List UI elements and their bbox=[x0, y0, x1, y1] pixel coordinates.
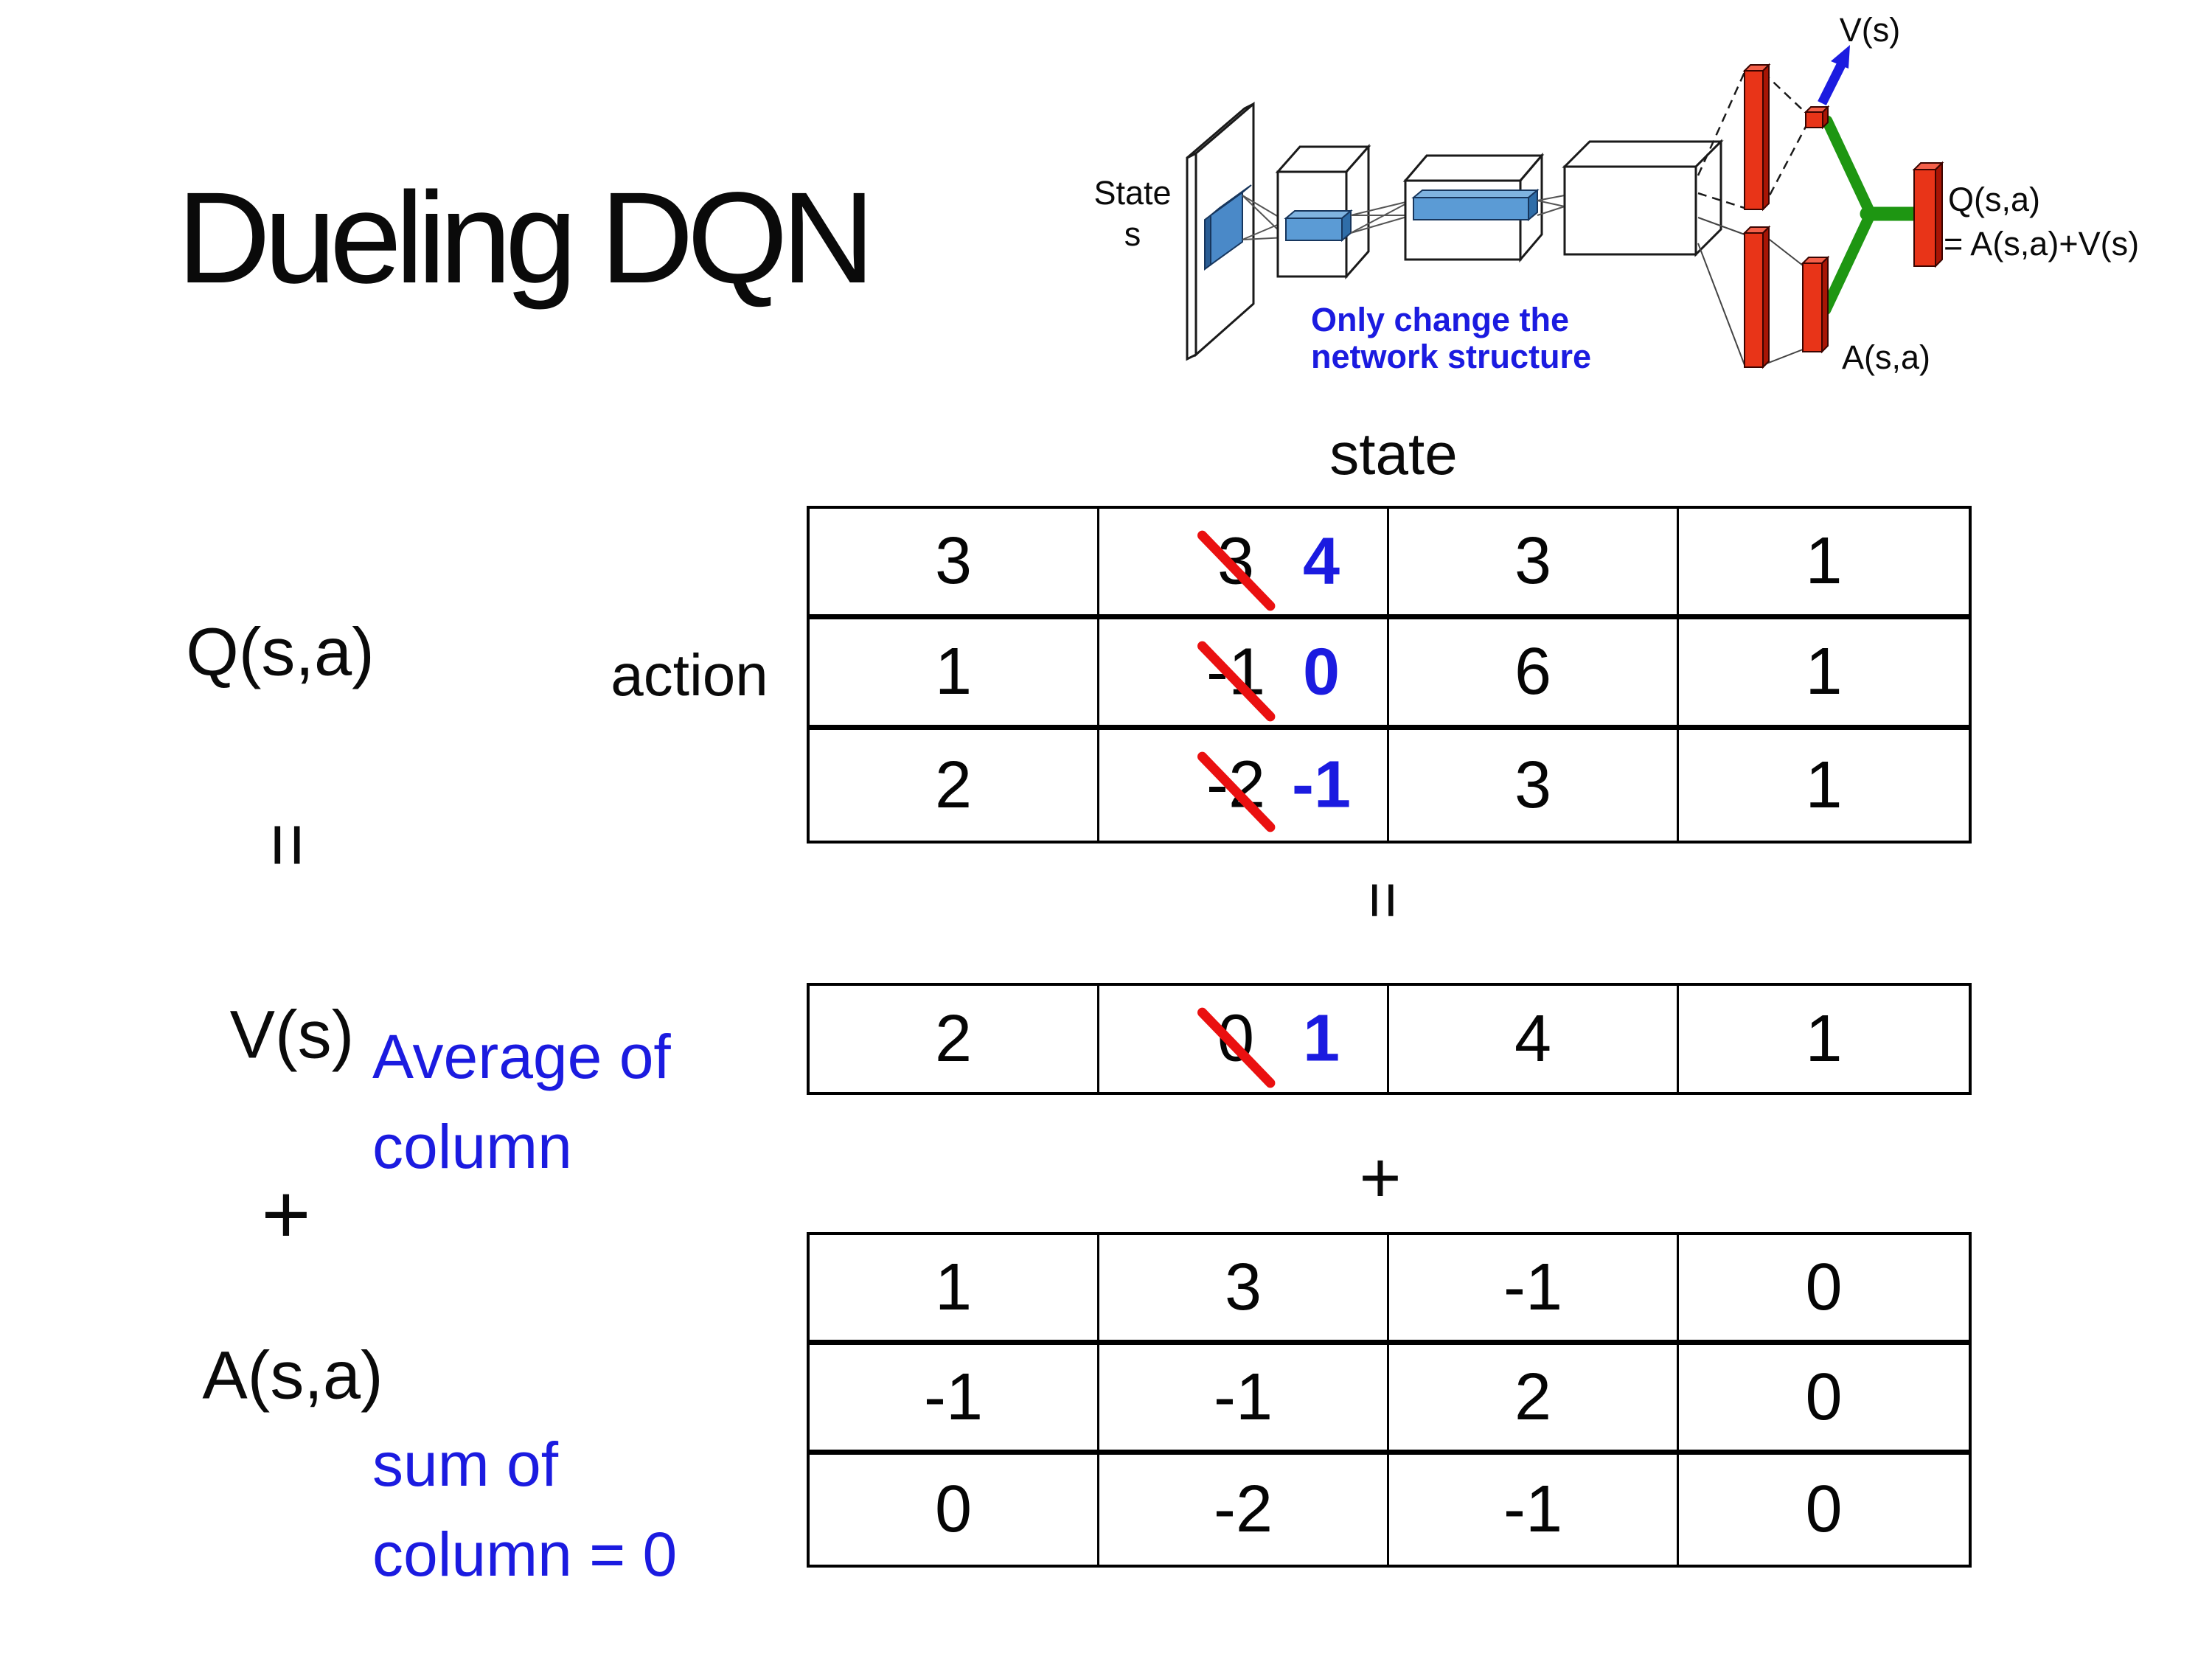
table-cell: 1 bbox=[1679, 730, 1969, 841]
equals-sign-middle: = bbox=[1347, 881, 1420, 919]
cell-value: -1 bbox=[923, 1360, 984, 1434]
conv-patch bbox=[1204, 184, 1252, 271]
state-input-symbol: s bbox=[1124, 215, 1141, 253]
average-note-line2: column bbox=[372, 1112, 572, 1181]
v-output-label: V(s) bbox=[1840, 11, 1901, 49]
cell-value: 0 bbox=[1805, 1472, 1843, 1546]
cell-value: 4 bbox=[1514, 1001, 1552, 1076]
network-diagram: State s V(s) A(s,a) Q(s,a) = A(s,a)+V(s)… bbox=[1093, 11, 2139, 376]
conv-feature-2 bbox=[1411, 188, 1540, 222]
cell-value: 2 bbox=[934, 1001, 973, 1076]
v-output-node bbox=[1804, 105, 1830, 130]
table-cell: 3 bbox=[1389, 730, 1679, 841]
table-cell: 1 bbox=[1679, 619, 1969, 730]
cell-value: 3 bbox=[1514, 748, 1552, 822]
table-cell: -1 bbox=[810, 1345, 1099, 1455]
cell-value: 1 bbox=[1805, 748, 1843, 822]
table-cell: 0 bbox=[1679, 1235, 1969, 1345]
cell-value: 0 bbox=[1805, 1360, 1843, 1434]
cell-value: 6 bbox=[1514, 635, 1552, 709]
plus-sign-middle: + bbox=[1359, 1136, 1402, 1218]
table-cell: 2 bbox=[810, 986, 1099, 1092]
cell-value: 1 bbox=[1805, 1001, 1843, 1076]
slide-title: Dueling DQN bbox=[177, 166, 875, 310]
cell-value: 0 bbox=[1805, 1250, 1843, 1324]
connector-fan-3 bbox=[1537, 195, 1565, 216]
v-hidden-bar bbox=[1742, 63, 1771, 212]
corrected-value: 0 bbox=[1302, 635, 1340, 709]
cell-value: -1 bbox=[1503, 1472, 1563, 1546]
corrected-value: 1 bbox=[1302, 1001, 1340, 1076]
table-cell: 1 bbox=[1679, 986, 1969, 1092]
table-cell: 0 bbox=[810, 1455, 1099, 1565]
cell-value: 0 bbox=[934, 1472, 973, 1546]
table-cell: 1 bbox=[810, 1235, 1099, 1345]
average-of-column-note: Average of column bbox=[372, 1012, 671, 1192]
a-output-bar bbox=[1801, 255, 1830, 354]
fc-box bbox=[1562, 139, 1724, 257]
cell-value: -2 bbox=[1213, 1472, 1273, 1546]
plus-sign-left: + bbox=[261, 1167, 311, 1262]
table-cell: 6 bbox=[1389, 619, 1679, 730]
a-matrix-label: A(s,a) bbox=[202, 1338, 383, 1413]
sum-note-line2: column = 0 bbox=[372, 1520, 678, 1589]
cell-value: 3 bbox=[934, 524, 973, 598]
v-arrow bbox=[1818, 45, 1850, 105]
a-hidden-bar bbox=[1742, 225, 1771, 369]
a-stream-links bbox=[1697, 217, 1804, 366]
state-axis-label: state bbox=[1329, 421, 1458, 487]
table-cell: 3 bbox=[1389, 509, 1679, 619]
conv-feature-1 bbox=[1284, 209, 1353, 243]
corrected-value: -1 bbox=[1291, 748, 1352, 822]
cell-value: 3 bbox=[1224, 1250, 1262, 1324]
cell-value: 2 bbox=[934, 748, 973, 822]
table-cell: -1 bbox=[1099, 1345, 1389, 1455]
average-note-line1: Average of bbox=[372, 1022, 671, 1091]
q-output-bar bbox=[1912, 161, 1944, 268]
table-cell: 3 bbox=[1099, 1235, 1389, 1345]
table-cell: -1 bbox=[1389, 1455, 1679, 1565]
table-cell: 0 bbox=[1679, 1455, 1969, 1565]
sum-note-line1: sum of bbox=[372, 1430, 559, 1499]
diagram-note-line1: Only change the bbox=[1311, 301, 1569, 338]
state-input-label: State bbox=[1093, 174, 1171, 212]
table-cell: 2 bbox=[810, 730, 1099, 841]
q-output-label-line1: Q(s,a) bbox=[1948, 181, 2040, 218]
cell-value: -1 bbox=[1503, 1250, 1563, 1324]
table-cell: -1 bbox=[1389, 1235, 1679, 1345]
action-axis-label: action bbox=[611, 642, 768, 708]
aggregation-junction bbox=[1820, 115, 1923, 316]
table-cell: 4 bbox=[1389, 986, 1679, 1092]
a-output-label: A(s,a) bbox=[1842, 338, 1930, 376]
cell-value: 1 bbox=[1805, 635, 1843, 709]
advantage-table: 1 3 -1 0 -1 -1 2 0 0 -2 -1 0 bbox=[807, 1232, 1972, 1568]
q-matrix-label: Q(s,a) bbox=[186, 614, 375, 690]
connector-fan-2 bbox=[1350, 200, 1413, 234]
table-cell: 1 bbox=[1679, 509, 1969, 619]
cell-value: -1 bbox=[1213, 1360, 1273, 1434]
cell-value: 2 bbox=[1514, 1360, 1552, 1434]
corrected-value: 4 bbox=[1302, 524, 1340, 598]
table-cell: 1 bbox=[810, 619, 1099, 730]
cell-value: 1 bbox=[934, 1250, 973, 1324]
table-cell: -2-1 bbox=[1099, 730, 1389, 841]
equals-sign-left: = bbox=[245, 822, 331, 868]
v-matrix-label: V(s) bbox=[229, 997, 355, 1073]
v-stream-links bbox=[1697, 72, 1808, 209]
table-cell: 3 bbox=[810, 509, 1099, 619]
table-cell: 2 bbox=[1389, 1345, 1679, 1455]
table-cell: -2 bbox=[1099, 1455, 1389, 1565]
table-cell: 0 bbox=[1679, 1345, 1969, 1455]
cell-value: 1 bbox=[934, 635, 973, 709]
cell-value: 1 bbox=[1805, 524, 1843, 598]
diagram-note-line2: network structure bbox=[1311, 338, 1591, 375]
sum-of-column-note: sum of column = 0 bbox=[372, 1419, 677, 1599]
q-output-label-line2: = A(s,a)+V(s) bbox=[1944, 225, 2139, 262]
cell-value: 3 bbox=[1514, 524, 1552, 598]
